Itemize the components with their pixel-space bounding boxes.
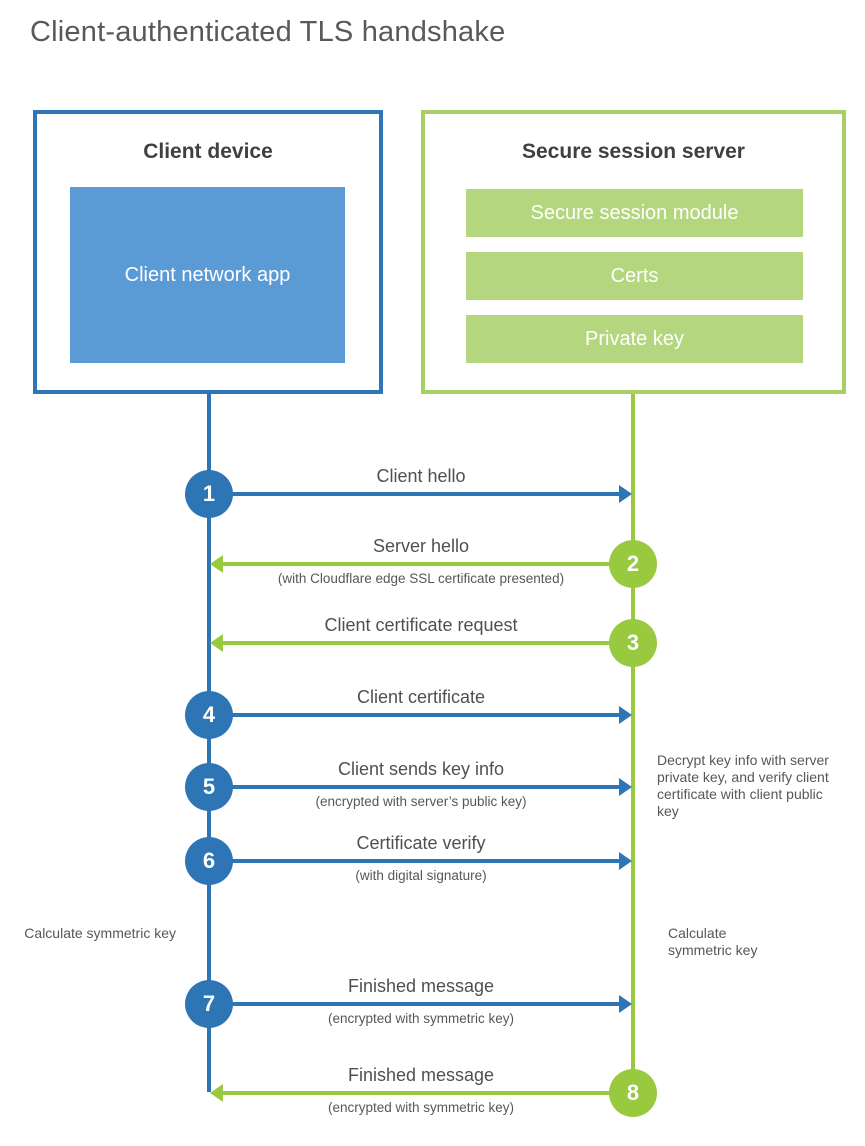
secure-session-server-title: Secure session server — [522, 140, 745, 163]
step-sublabel-5: (encrypted with server’s public key) — [315, 794, 527, 809]
step-circle-7: 7 — [185, 980, 233, 1028]
decrypt-note: Decrypt key info with server private key… — [657, 752, 829, 819]
step-circle-1: 1 — [185, 470, 233, 518]
step-circle-2: 2 — [609, 540, 657, 588]
server-module-certs: Certs — [466, 252, 803, 300]
server-lifeline — [631, 394, 635, 1093]
client-network-app-label: Client network app — [124, 263, 291, 286]
step-label-2: Server hello — [372, 536, 470, 556]
client-lifeline — [207, 394, 211, 1092]
step-sublabel-2: (with Cloudflare edge SSL certificate pr… — [277, 571, 565, 586]
step-circle-4: 4 — [185, 691, 233, 739]
arrow-client-to-server-5 — [209, 778, 632, 796]
arrow-server-to-client-8 — [210, 1084, 633, 1102]
step-label-1: Client hello — [376, 466, 466, 486]
arrow-client-to-server-4 — [209, 706, 632, 724]
arrow-server-to-client-3 — [210, 634, 633, 652]
step-label-8: Finished message — [347, 1065, 495, 1085]
arrow-server-to-client-2 — [210, 555, 633, 573]
calculate-symmetric-key-right: Calculate symmetric key — [668, 925, 758, 958]
step-circle-5: 5 — [185, 763, 233, 811]
step-label-3: Client certificate request — [324, 615, 518, 635]
step-circle-3: 3 — [609, 619, 657, 667]
calculate-symmetric-key-left: Calculate symmetric key — [24, 925, 176, 941]
step-sublabel-7: (encrypted with symmetric key) — [327, 1011, 515, 1026]
server-module-secure-session: Secure session module — [466, 189, 803, 237]
client-device-title: Client device — [143, 140, 273, 163]
step-label-4: Client certificate — [356, 687, 486, 707]
step-sublabel-6: (with digital signature) — [355, 868, 487, 883]
arrow-client-to-server-6 — [209, 852, 632, 870]
step-sublabel-8: (encrypted with symmetric key) — [327, 1100, 515, 1115]
page-title: Client-authenticated TLS handshake — [30, 16, 506, 48]
step-circle-8: 8 — [609, 1069, 657, 1117]
arrow-client-to-server-1 — [209, 485, 632, 503]
step-label-6: Certificate verify — [356, 833, 486, 853]
client-network-app-box: Client network app — [70, 187, 345, 363]
arrow-client-to-server-7 — [209, 995, 632, 1013]
step-label-5: Client sends key info — [337, 759, 505, 779]
step-circle-6: 6 — [185, 837, 233, 885]
step-label-7: Finished message — [347, 976, 495, 996]
server-module-private-key: Private key — [466, 315, 803, 363]
